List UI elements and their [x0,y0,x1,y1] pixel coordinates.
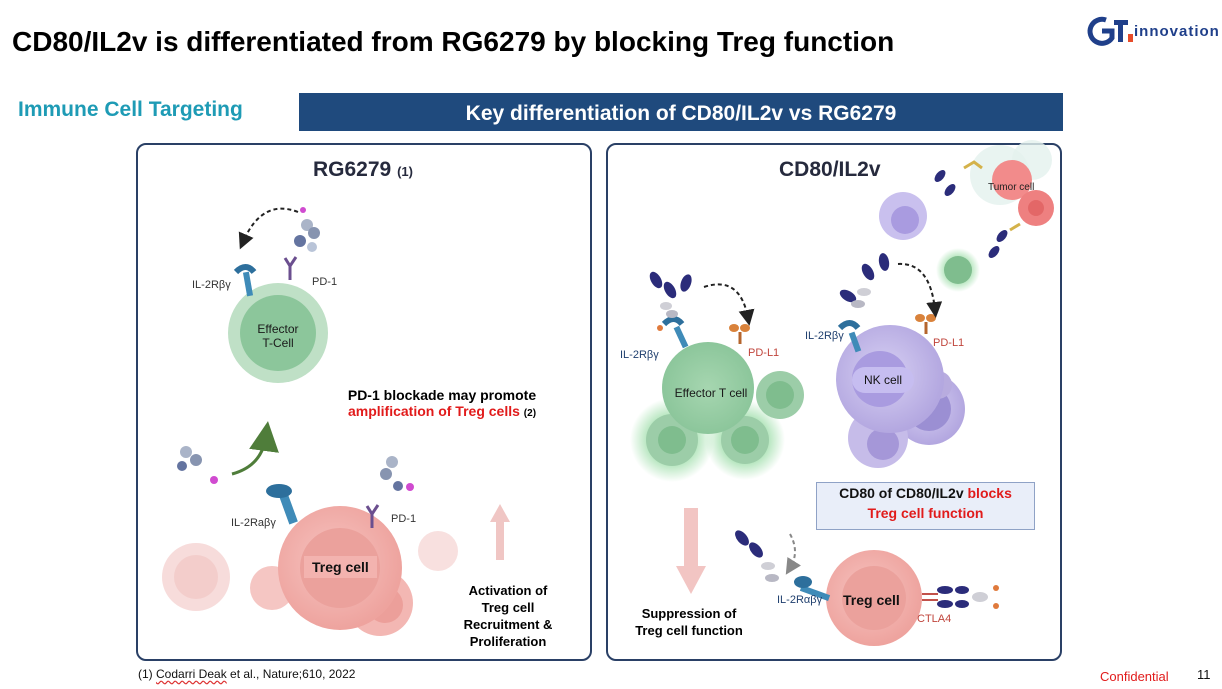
cd80-il2v-molecule-icon [934,160,1021,258]
callout-line1-prefix: CD80 of CD80/IL2v [839,485,964,501]
suppression-note: Suppression of Treg cell function [620,605,758,639]
rg6279-title-ref: (1) [397,164,413,179]
pd1-blockade-note-line1: PD-1 blockade may promote [347,387,537,403]
activation-note-line1: Activation of [468,583,548,598]
treg-cell-icon [826,550,922,646]
il2-receptor-icon [837,320,862,353]
rg6279-molecule-icon [177,446,414,491]
pd1-receptor-icon [283,256,298,280]
activation-note: Activation of Treg cell Recruitment & Pr… [452,582,564,650]
pd1-label-bottom: PD-1 [391,513,417,525]
pdl1-receptor-icon [915,314,936,334]
immune-cell-icon [879,192,980,292]
effector-t-cell-icon [228,283,328,383]
rg6279-title-text: RG6279 [313,158,392,181]
pd1-blockade-note: PD-1 blockade may promote amplification … [318,387,566,422]
cd80-il2v-molecule-icon [735,530,999,609]
up-arrow-icon [490,504,510,560]
cd80-blocks-treg-callout: CD80 of CD80/IL2v blocks Treg cell funct… [816,482,1035,530]
nk-cell-label: NK cell [852,367,914,393]
comparison-banner: Key differentiation of CD80/IL2v vs RG62… [299,93,1063,131]
pd1-label: PD-1 [312,276,338,288]
effector-t-cell-label-line1: Effector [257,322,299,336]
tumor-cell-label: Tumor cell [988,182,1035,193]
down-arrow-icon [676,508,706,594]
pdl1-label: PD-L1 [748,347,780,359]
page-number: 11 [1197,667,1211,682]
effector-t-cell-cluster-icon [630,342,804,482]
il2-receptor-icon [661,316,689,349]
suppression-note-line2: Treg cell function [635,623,743,638]
treg-cell-label-right: Treg cell [843,592,900,608]
rg6279-title: RG6279 (1) [313,158,413,182]
il2-receptor-alpha-icon [794,576,831,601]
pd1-receptor-icon [365,504,380,528]
footnote-author: Codarri Deak [156,667,227,681]
cd80-il2v-title: CD80/IL2v [779,158,881,181]
ctla4-label: CTLA4 [917,613,952,625]
il2-receptor-label: IL-2Rβγ [192,279,231,291]
il2-receptor-icon [233,264,257,297]
callout-line2: Treg cell function [867,505,984,521]
confidential-label: Confidential [1100,669,1169,684]
suppression-note-line1: Suppression of [641,606,737,621]
activation-note-line3: Recruitment & [463,617,553,632]
activation-note-line4: Proliferation [469,634,547,649]
effector-t-cell-label-line2: T-Cell [262,336,294,350]
effector-t-cell-label: Effector T-Cell [248,322,308,350]
pd1-blockade-note-ref: (2) [523,408,537,419]
footnote-prefix: (1) [138,667,156,681]
il2-receptor-label-right: IL-2Rβγ [620,349,659,361]
il2-receptor-label-nk: IL-2Rβγ [805,330,844,342]
tumor-cell-icon [970,140,1054,226]
pdl1-receptor-icon [729,324,750,344]
rg6279-molecule-icon [294,207,320,252]
ctla4-receptor-icon [922,593,938,601]
pdl1-label-nk: PD-L1 [933,337,965,349]
callout-line1-emphasis: blocks [967,485,1012,501]
reference-footnote: (1) Codarri Deak et al., Nature;610, 202… [138,667,355,681]
pd1-blockade-note-emphasis: amplification of Treg cells [347,403,520,419]
nk-cell-cluster-icon [836,325,965,468]
effector-t-cell-label-right: Effector T cell [674,386,748,400]
logo-text: innovation [1134,23,1220,40]
il2-receptor-alpha-icon [266,484,298,525]
section-label: Immune Cell Targeting [18,98,243,121]
cd80-il2v-molecule-icon [839,253,890,308]
logo-mark-icon [1087,16,1133,46]
il2-receptor-alpha-label: IL-2Raβγ [231,517,276,529]
page-title: CD80/IL2v is differentiated from RG6279 … [12,26,895,57]
il2-receptor-alpha-label-right: IL-2Rαβγ [777,594,823,606]
activation-note-line2: Treg cell [481,600,535,615]
company-logo: innovation [1086,14,1219,48]
treg-cell-label-left: Treg cell [304,556,377,578]
cd80-il2v-molecule-icon [649,271,692,331]
footnote-rest: et al., Nature;610, 2022 [226,667,356,681]
